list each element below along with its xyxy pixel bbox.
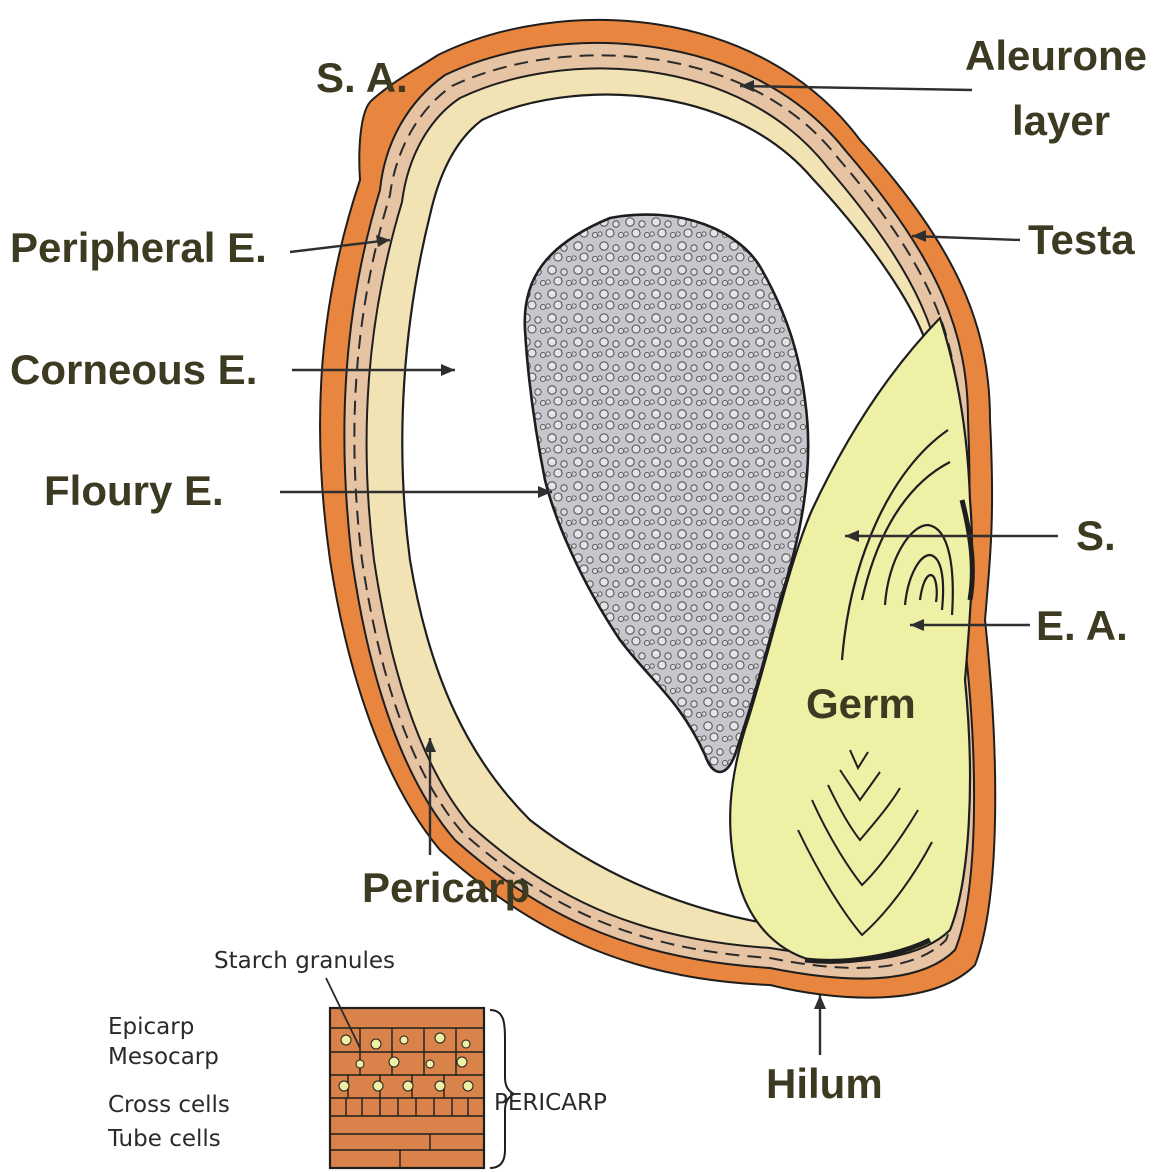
starch-granule (373, 1081, 383, 1091)
hilum-arrowhead (814, 995, 826, 1009)
pericarp-inset (326, 978, 514, 1168)
label-testa: Testa (1028, 216, 1135, 263)
label-mesocarp: Mesocarp (108, 1044, 219, 1070)
starch-granule (341, 1035, 351, 1045)
label-aleurone-1: Aleurone (965, 32, 1147, 79)
label-epicarp: Epicarp (108, 1014, 194, 1040)
starch-granule (435, 1081, 445, 1091)
label-pericarp-bracket: PERICARP (494, 1090, 607, 1116)
starch-granule (389, 1057, 399, 1067)
label-pericarp: Pericarp (362, 864, 530, 911)
label-floury: Floury E. (44, 467, 224, 514)
starch-granule (426, 1060, 434, 1068)
label-starch-granules: Starch granules (214, 948, 395, 974)
label-aleurone-2: layer (1012, 97, 1110, 144)
label-germ: Germ (806, 680, 916, 727)
starch-granule (400, 1036, 408, 1044)
starch-granule (457, 1057, 467, 1067)
starch-granule (462, 1040, 470, 1048)
label-peripheral: Peripheral E. (10, 224, 267, 271)
pericarp-bracket (490, 1010, 514, 1168)
label-tube-cells: Tube cells (107, 1126, 221, 1152)
starch-granule (403, 1081, 413, 1091)
label-cross-cells: Cross cells (108, 1092, 230, 1118)
label-s: S. (1076, 512, 1116, 559)
starch-granule (339, 1081, 349, 1091)
label-hilum: Hilum (766, 1060, 883, 1107)
starch-granule (371, 1039, 381, 1049)
label-sa: S. A. (316, 54, 408, 101)
starch-granule (463, 1081, 473, 1091)
starch-granule (356, 1060, 364, 1068)
label-ea: E. A. (1036, 602, 1128, 649)
starch-granule (435, 1033, 445, 1043)
label-corneous: Corneous E. (10, 346, 257, 393)
